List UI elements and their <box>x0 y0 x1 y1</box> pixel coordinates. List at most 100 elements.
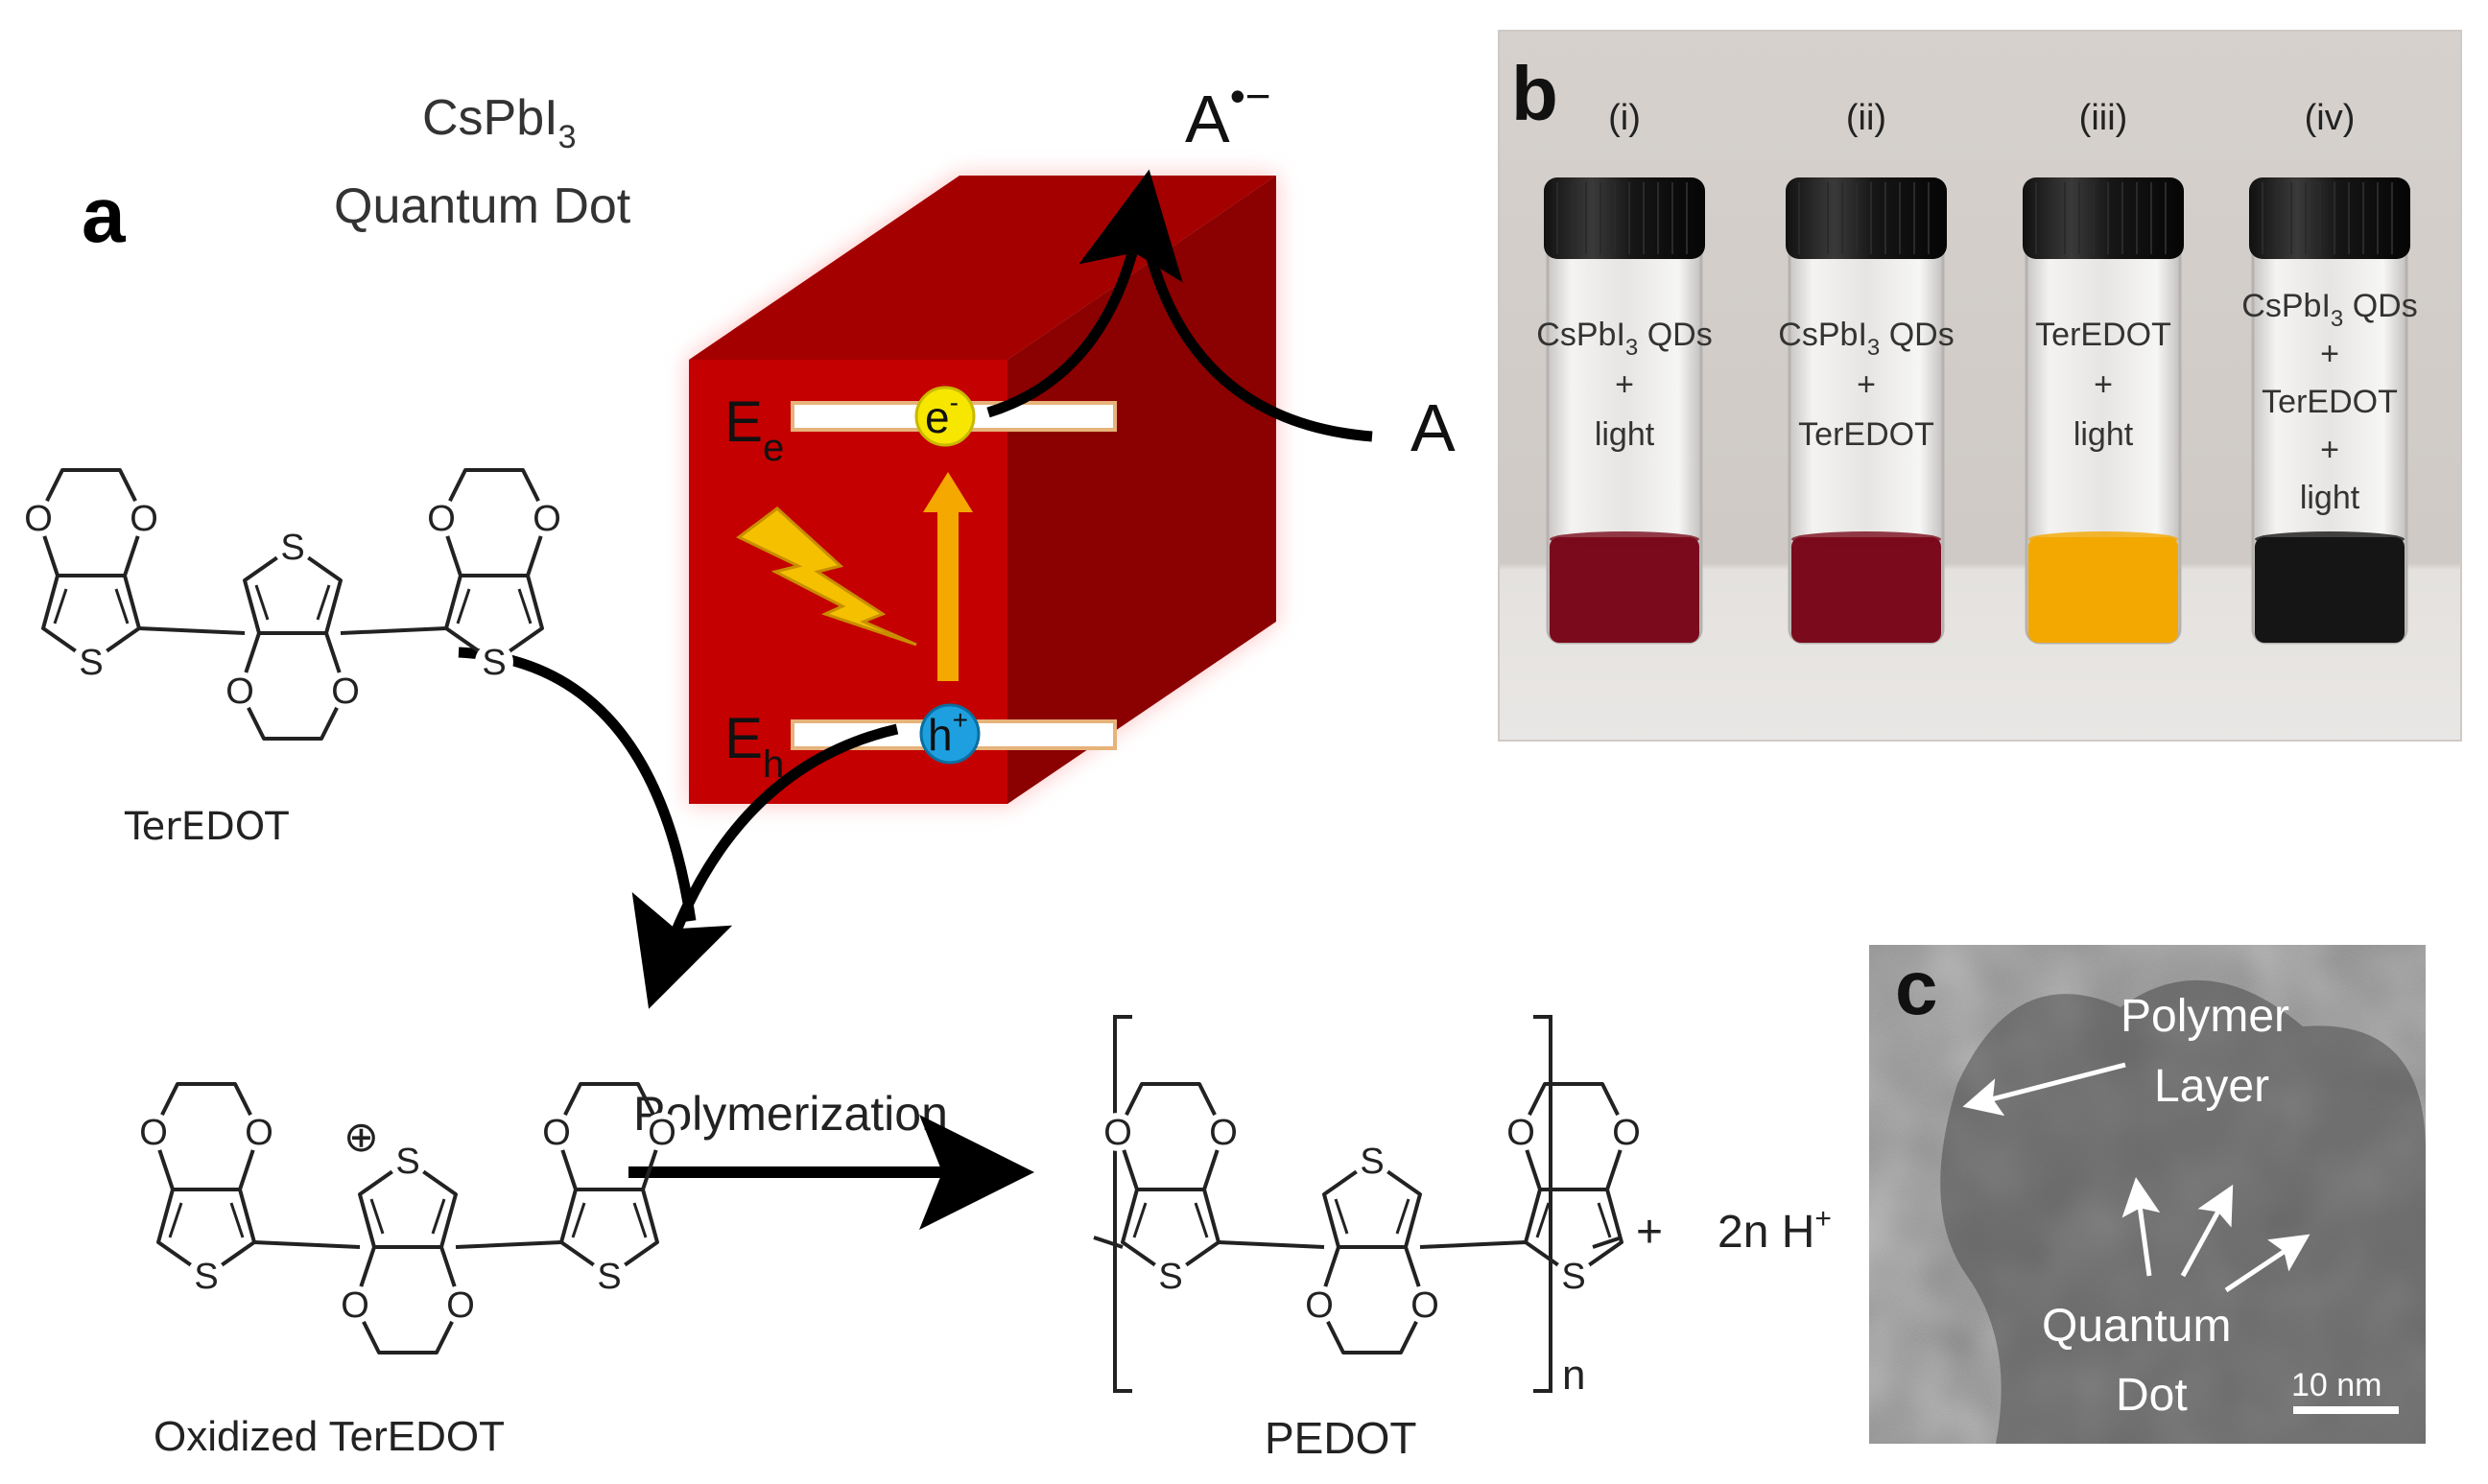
edot-unit: O O S <box>1300 1142 1444 1354</box>
qd-pointer-1 <box>2121 1177 2161 1277</box>
atom-label: S <box>1158 1257 1182 1297</box>
atom-label: O <box>130 499 158 539</box>
hole-particle: h+ <box>919 703 981 765</box>
vial-cap <box>2023 177 2184 259</box>
vial-label-line: light <box>2073 416 2134 453</box>
atom-label: O <box>427 499 456 539</box>
pedot-subscript-n: n <box>1562 1352 1585 1399</box>
excitation-arrow <box>923 472 973 681</box>
panel-b-letter: b <box>1511 51 1558 136</box>
pedot-label: PEDOT <box>1265 1413 1416 1463</box>
vial-liquid <box>1550 537 1699 643</box>
vial-id: (i) <box>1608 98 1641 138</box>
atom-label: O <box>1506 1113 1535 1153</box>
vial-label-line: + <box>1615 366 1634 403</box>
vial-label-line: + <box>2094 366 2113 403</box>
panel-c: c Polymer Layer Quantum Dot 10 nm <box>1869 945 2426 1444</box>
acceptor-radical-label: A•− <box>1185 71 1271 156</box>
vial-label-line: TerEDOT <box>2035 317 2171 353</box>
atom-label: O <box>1305 1285 1334 1326</box>
scale-bar-label: 10 nm <box>2291 1367 2382 1403</box>
vial-label-line: + <box>2320 432 2339 468</box>
oxidation-arrow-hole <box>631 723 899 1009</box>
vial-group: (i) CsPbI3 QDs + light (ii) CsPbI3 QDs + TerEDO… <box>1536 98 2418 645</box>
vial-liquid <box>1791 537 1941 643</box>
polymer-layer-pointer <box>1962 1062 2126 1117</box>
atom-label: O <box>446 1285 475 1326</box>
vial-label-line: TerEDOT <box>1798 416 1934 453</box>
vial-label-line: CsPbI3 QDs <box>1536 317 1712 361</box>
vial-cap <box>1544 177 1705 259</box>
vial-label-line: CsPbI3 QDs <box>2241 288 2417 332</box>
vial-label-line: light <box>1595 416 1655 453</box>
cube-side <box>1007 176 1276 804</box>
vial-label-line: light <box>2300 480 2360 516</box>
atom-label: O <box>542 1113 571 1153</box>
panel-a: a CsPbI3 Quantum Dot Ee Eh e- <box>82 71 1832 1463</box>
vial-label-line: TerEDOT <box>2262 384 2398 420</box>
charge-symbol: ⊕ <box>344 1114 379 1161</box>
atom-label: O <box>648 1113 676 1153</box>
electron-particle: e- <box>914 386 976 447</box>
vial-3: (iii) TerEDOT + light <box>2023 98 2184 645</box>
vial-cap <box>1786 177 1947 259</box>
polymer-layer-label-2: Layer <box>2154 1061 2269 1112</box>
atom-label: O <box>1612 1113 1641 1153</box>
atom-label: O <box>225 671 254 712</box>
qd-pointer-2 <box>2180 1184 2234 1278</box>
scale-bar <box>2293 1406 2399 1414</box>
atom-label: O <box>1410 1285 1439 1326</box>
polymer-layer-label-1: Polymer <box>2121 991 2289 1042</box>
vial-label-line: CsPbI3 QDs <box>1778 317 1954 361</box>
atom-label: S <box>395 1142 419 1182</box>
acceptor-arrow <box>1141 238 1373 442</box>
edot-unit: O O S <box>221 528 365 741</box>
quantum-dot-cube <box>689 176 1276 804</box>
edot-unit: O O S <box>1502 1082 1646 1297</box>
vial-id: (iv) <box>2305 98 2356 138</box>
svg-text:e-: e- <box>925 388 959 442</box>
ee-label: Ee <box>724 389 784 469</box>
byproduct-label: 2n H+ <box>1718 1203 1832 1258</box>
quantum-dot-label-1: Quantum <box>2042 1301 2231 1352</box>
vial-1: (i) CsPbI3 QDs + light <box>1536 98 1713 645</box>
atom-label: O <box>533 499 561 539</box>
vial-id: (ii) <box>1846 98 1886 138</box>
atom-label: S <box>280 528 304 568</box>
atom-label: O <box>139 1113 168 1153</box>
atom-label: O <box>341 1285 369 1326</box>
pedot-bracket-right <box>1533 1015 1552 1393</box>
pedot-bracket-left <box>1113 1015 1132 1393</box>
atom-label: O <box>331 671 360 712</box>
eh-label: Eh <box>724 706 784 786</box>
vial-2: (ii)CsPbI3 QDs+TerEDOT <box>1778 98 1955 645</box>
acceptor-label: A <box>1410 390 1456 465</box>
svg-text:h+: h+ <box>928 705 968 760</box>
atom-label: S <box>1561 1257 1585 1297</box>
edot-unit: O O S <box>537 1082 681 1297</box>
tem-particle-region <box>1940 979 2426 1444</box>
atom-label: S <box>597 1257 621 1297</box>
teredot-molecule: TerEDOT <box>124 805 289 849</box>
electron-transfer-arrow <box>986 169 1183 418</box>
quantum-dot-label-2: Dot <box>2116 1370 2188 1421</box>
atom-label: S <box>1360 1142 1384 1182</box>
teredot-label: TerEDOT <box>124 805 289 849</box>
panel-a-letter: a <box>82 172 127 259</box>
vial-cap <box>2249 177 2410 259</box>
polymerization-label: Polymerization <box>633 1087 948 1141</box>
lightning-icon <box>736 506 917 647</box>
vial-liquid <box>2255 537 2405 643</box>
vial-liquid <box>2028 537 2178 643</box>
vial-id: (iii) <box>2079 98 2128 138</box>
oxidized-teredot-label: Oxidized TerEDOT <box>154 1413 505 1460</box>
qd-title-line2: Quantum Dot <box>334 178 631 234</box>
atom-label: S <box>194 1257 218 1297</box>
